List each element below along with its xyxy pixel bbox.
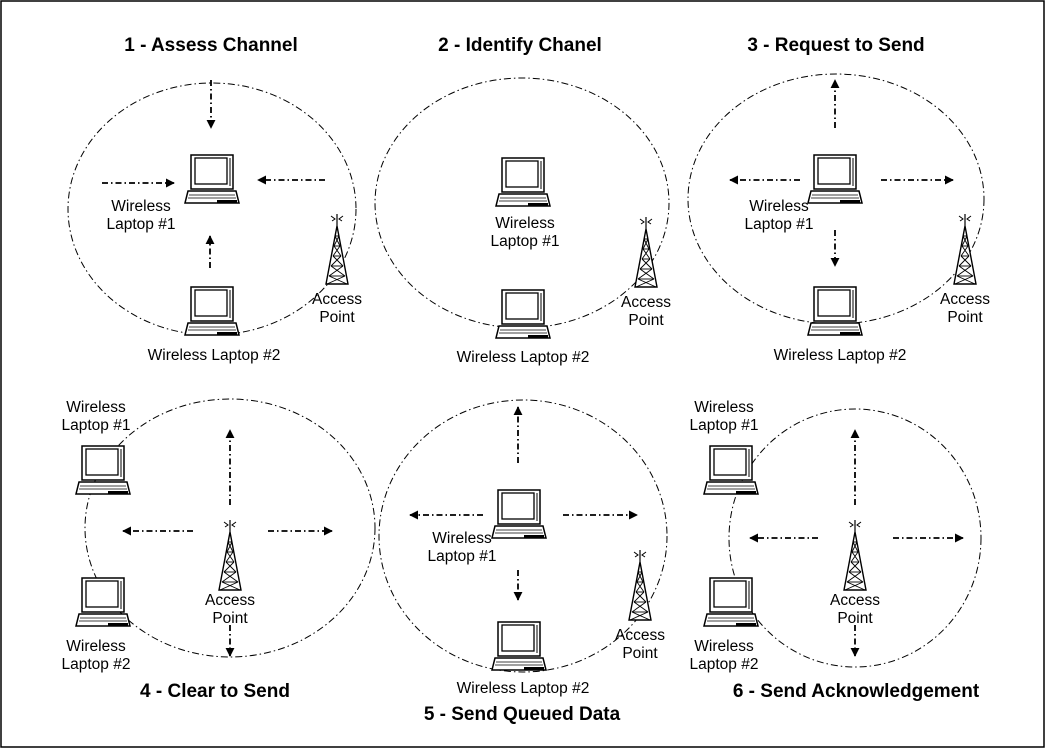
laptop-icon bbox=[703, 445, 759, 495]
access-point-tower-icon bbox=[634, 216, 658, 288]
panel-assess-channel: 1 - Assess Channel Wireless Laptop #1 Wi… bbox=[67, 35, 362, 364]
panel-title: 6 - Send Acknowledgement bbox=[733, 681, 980, 702]
laptop-icon bbox=[491, 621, 547, 671]
laptop-icon bbox=[491, 489, 547, 539]
coverage-range bbox=[378, 399, 668, 673]
laptop-label: Wireless bbox=[66, 399, 126, 416]
access-point-label: Point bbox=[622, 645, 658, 662]
laptop-label: Laptop #1 bbox=[428, 548, 497, 565]
access-point-tower-icon bbox=[953, 213, 977, 285]
laptop-icon bbox=[807, 286, 863, 336]
access-point-label: Access bbox=[940, 291, 990, 308]
laptop-label: Laptop #1 bbox=[745, 216, 814, 233]
coverage-range bbox=[67, 82, 357, 336]
laptop-icon bbox=[75, 445, 131, 495]
panel-title: 1 - Assess Channel bbox=[124, 35, 298, 56]
panel-title: 4 - Clear to Send bbox=[140, 681, 290, 702]
access-point-label: Access bbox=[205, 592, 255, 609]
laptop-icon bbox=[495, 157, 551, 207]
laptop-icon bbox=[184, 154, 240, 204]
laptop-label: Wireless Laptop #2 bbox=[457, 680, 590, 697]
panel-title: 2 - Identify Chanel bbox=[438, 35, 602, 56]
access-point-tower-icon bbox=[325, 213, 349, 285]
access-point-label: Point bbox=[212, 610, 248, 627]
laptop-label: Wireless bbox=[66, 638, 126, 655]
laptop-icon bbox=[807, 154, 863, 204]
laptop-icon bbox=[75, 577, 131, 627]
laptop-label: Wireless bbox=[694, 399, 754, 416]
panel-send-queued-data: 5 - Send Queued Data Wireless Laptop #1 … bbox=[378, 399, 668, 725]
laptop-label: Wireless bbox=[111, 198, 171, 215]
laptop-label: Wireless bbox=[432, 530, 492, 547]
laptop-label: Laptop #1 bbox=[690, 417, 759, 434]
panel-title: 5 - Send Queued Data bbox=[424, 704, 621, 725]
laptop-label: Laptop #1 bbox=[107, 216, 176, 233]
access-point-label: Access bbox=[312, 291, 362, 308]
panel-send-acknowledgement: 6 - Send Acknowledgement Wireless Laptop… bbox=[690, 399, 982, 702]
access-point-label: Point bbox=[628, 312, 664, 329]
laptop-label: Wireless Laptop #2 bbox=[148, 347, 281, 364]
access-point-label: Access bbox=[621, 294, 671, 311]
laptop-label: Wireless bbox=[749, 198, 809, 215]
access-point-label: Point bbox=[837, 610, 873, 627]
laptop-label: Wireless bbox=[694, 638, 754, 655]
laptop-label: Laptop #1 bbox=[491, 233, 560, 250]
panel-request-to-send: 3 - Request to Send Wireless Laptop #1 W… bbox=[687, 35, 990, 364]
coverage-range bbox=[84, 398, 376, 658]
laptop-label: Laptop #2 bbox=[62, 656, 131, 673]
panel-clear-to-send: 4 - Clear to Send Wireless Laptop #1 Wir… bbox=[62, 398, 376, 702]
laptop-label: Wireless Laptop #2 bbox=[457, 349, 590, 366]
laptop-label: Laptop #1 bbox=[62, 417, 131, 434]
laptop-label: Laptop #2 bbox=[690, 656, 759, 673]
access-point-label: Access bbox=[830, 592, 880, 609]
access-point-label: Access bbox=[615, 627, 665, 644]
laptop-icon bbox=[703, 577, 759, 627]
laptop-icon bbox=[184, 286, 240, 336]
panel-title: 3 - Request to Send bbox=[747, 35, 924, 56]
access-point-label: Point bbox=[319, 309, 355, 326]
laptop-label: Wireless bbox=[495, 215, 555, 232]
panel-identify-channel: 2 - Identify Chanel Wireless Laptop #1 W… bbox=[374, 35, 671, 366]
coverage-range bbox=[728, 408, 982, 668]
access-point-tower-icon bbox=[628, 549, 652, 621]
laptop-label: Wireless Laptop #2 bbox=[774, 347, 907, 364]
access-point-tower-icon bbox=[218, 519, 242, 591]
access-point-label: Point bbox=[947, 309, 983, 326]
access-point-tower-icon bbox=[843, 519, 867, 591]
coverage-range bbox=[687, 73, 985, 325]
laptop-icon bbox=[495, 289, 551, 339]
